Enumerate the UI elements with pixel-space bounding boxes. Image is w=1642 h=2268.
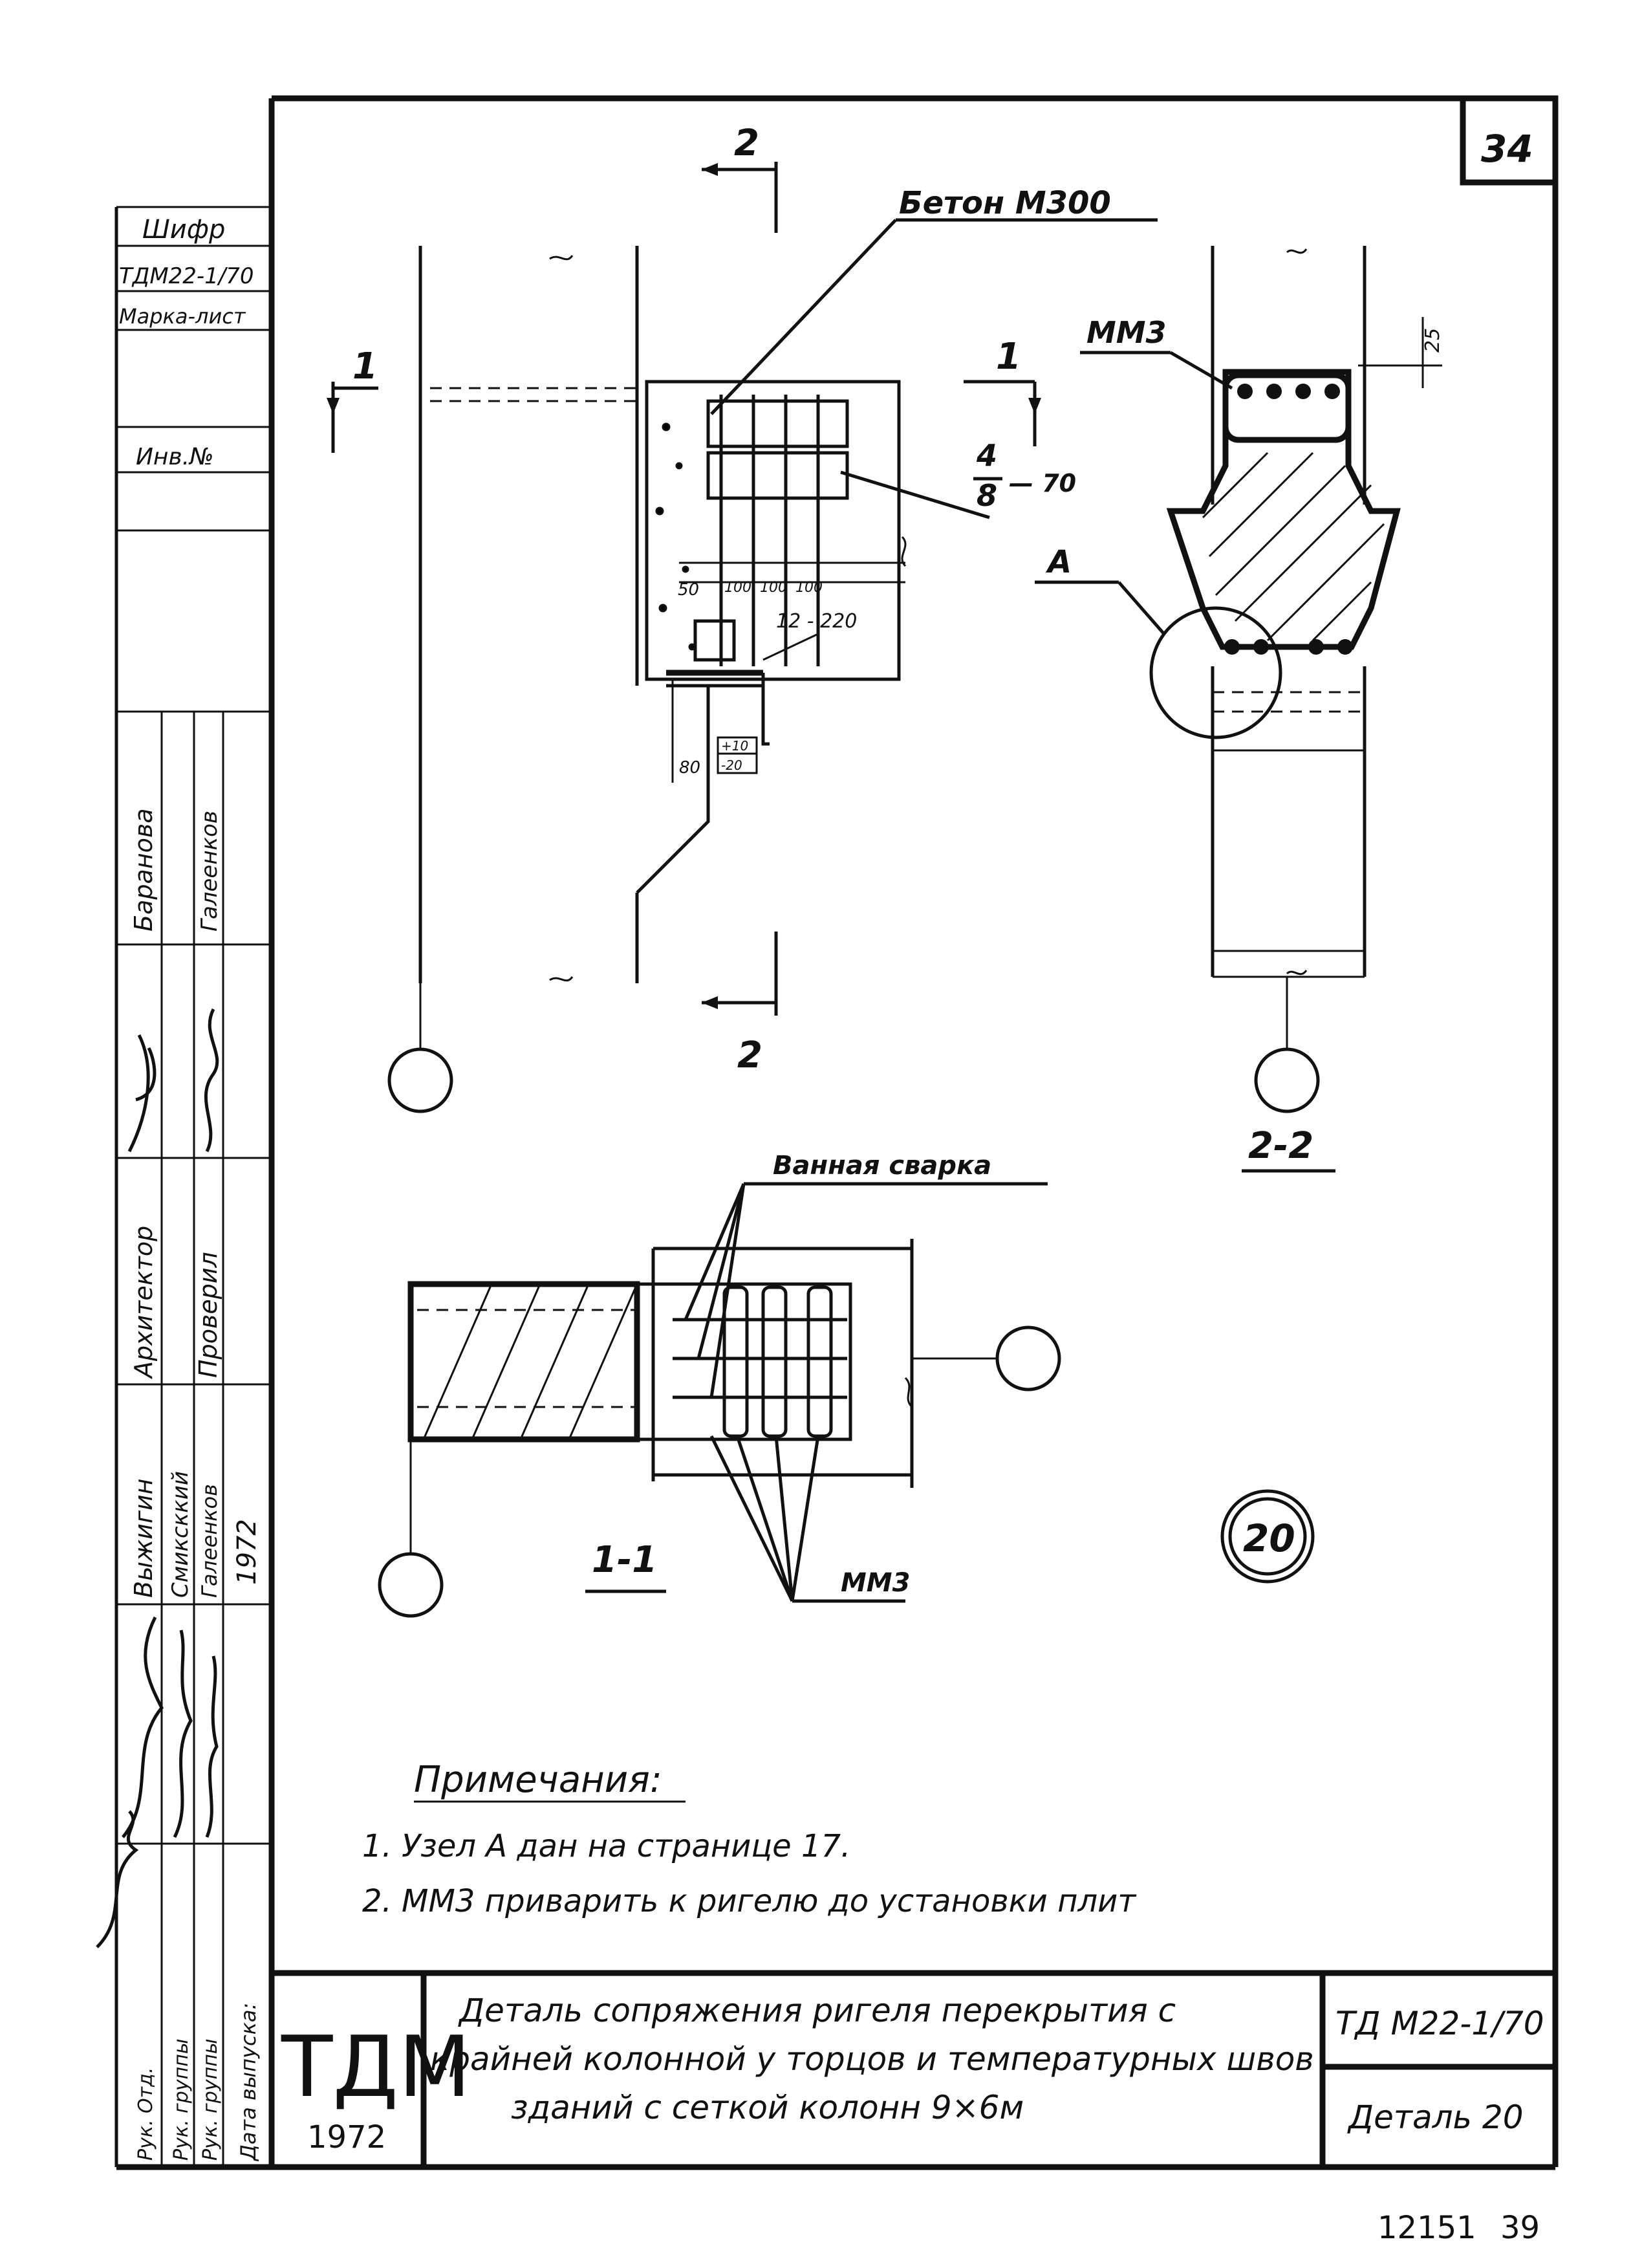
section-2-2-title: 2-2 [1248, 1125, 1313, 1167]
checked-label: Проверил [194, 1252, 222, 1378]
detail-number: 20 [1243, 1516, 1295, 1560]
frac-num: 4 [976, 438, 997, 473]
dim-12-220: 12 - 220 [776, 610, 857, 633]
signature-6 [96, 1810, 139, 1948]
section-1-left: 1 [352, 345, 378, 387]
title-line-1: Деталь сопряжения ригеля перекрытия с [458, 1992, 1176, 2029]
weld-label: Ванная сварка [773, 1151, 991, 1181]
notes: Примечания: 1. Узел А дан на странице 17… [362, 1759, 1137, 1919]
note-2: 2. ММ3 приварить к ригелю до установки п… [362, 1883, 1137, 1919]
cipher-value: ТДМ22-1/70 [119, 263, 254, 289]
dim-100b: 100 [760, 580, 787, 596]
dim-100c: 100 [795, 580, 823, 596]
checked-name: Галеенков [197, 811, 222, 932]
architect-label: Архитектор [129, 1226, 158, 1380]
logo-year: 1972 [307, 2119, 386, 2155]
detail-number-badge: 20 [1220, 1489, 1315, 1584]
author-2: Смиксккий [167, 1471, 193, 1598]
axis-bubble-4 [378, 1552, 444, 1618]
role-2: Рук. группы [170, 2038, 193, 2161]
sheet-number-box: 34 [1460, 95, 1559, 186]
axis-bubble-1 [387, 1047, 453, 1113]
dim-80: 80 [679, 758, 700, 778]
section-2-2: А ММ3 25 2-2 [1035, 246, 1444, 1173]
signature-4 [173, 1630, 193, 1838]
mm3-top: ММ3 [1086, 315, 1167, 350]
frac-tail: — 70 [1009, 469, 1076, 497]
architect-name: Баранова [129, 808, 158, 932]
dim-box-top: +10 [721, 738, 748, 754]
elevation-view: +10 -20 80 50 100 100 100 12 - 220 Бетон… [327, 122, 1158, 1113]
title-line-2: крайней колонной у торцов и температурны… [430, 2040, 1314, 2078]
dim-100a: 100 [724, 580, 751, 596]
mm3-bottom: ММ3 [841, 1568, 910, 1598]
section-2-bottom: 2 [737, 1034, 762, 1076]
section-1-1-title: 1-1 [592, 1539, 657, 1581]
node-a-circle [1149, 606, 1282, 739]
title-line-3: зданий с сеткой колонн 9×6м [511, 2089, 1024, 2126]
logo: ТДМ [281, 2018, 471, 2116]
stamp-year: 1972 [232, 1519, 262, 1585]
section-1-right: 1 [996, 336, 1021, 378]
title-block: ТДМ 1972 Деталь сопряжения ригеля перекр… [272, 1970, 1555, 2167]
signature-5 [205, 1655, 219, 1838]
sheet-number: 34 [1481, 127, 1533, 171]
left-stamp: Шифр ТДМ22-1/70 Марка-лист Инв.№ Баранов… [96, 206, 272, 2167]
author-3: Галеенков [197, 1484, 222, 1598]
cipher-label: Шифр [142, 215, 225, 245]
node-a-label: А [1045, 544, 1072, 580]
section-1-1: Ванная сварка ММ3 1-1 [378, 1151, 1061, 1618]
concrete-label: Бетон М300 [899, 185, 1111, 221]
author-1: Выжигин [129, 1478, 158, 1598]
note-1: 1. Узел А дан на странице 17. [362, 1828, 850, 1864]
axis-bubble-3 [995, 1325, 1061, 1391]
detail: Деталь 20 [1347, 2099, 1524, 2136]
role-4: Дата выпуска: [236, 2003, 261, 2162]
signature-3 [122, 1616, 164, 1838]
role-3: Рук. группы [199, 2038, 222, 2161]
dim-box-bottom: -20 [721, 758, 742, 773]
code: ТД М22-1/70 [1335, 2005, 1544, 2042]
role-1: Рук. Отд. [135, 2067, 157, 2161]
sheet-frame [116, 95, 1559, 2170]
frac-den: 8 [977, 478, 997, 513]
axis-bubble-2 [1254, 1047, 1320, 1113]
dim-50: 50 [678, 580, 699, 600]
signature-1 [127, 1034, 157, 1153]
page-number: 39 [1500, 2210, 1540, 2246]
notes-title: Примечания: [414, 1759, 662, 1801]
signature-2 [204, 1008, 219, 1153]
dim-25: 25 [1421, 328, 1444, 353]
mark-sheet-label: Марка-лист [119, 304, 246, 329]
inv-label: Инв.№ [136, 444, 214, 470]
order-number: 12151 [1377, 2210, 1476, 2246]
section-2-top: 2 [734, 122, 759, 164]
